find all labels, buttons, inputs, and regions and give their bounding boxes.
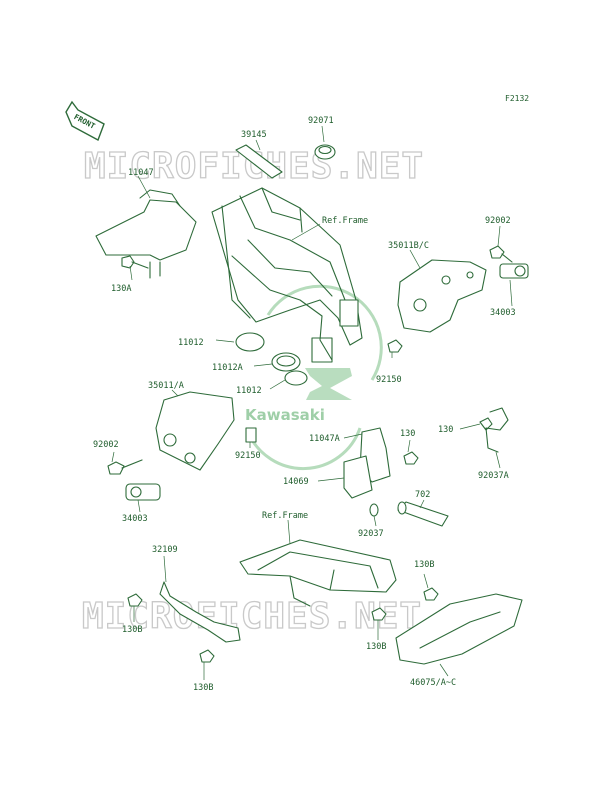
- callout-32109: 32109: [152, 545, 178, 555]
- callout-92002-right: 92002: [485, 216, 511, 226]
- part-130B-left-bottom: [199, 649, 215, 663]
- callout-11012A: 11012A: [212, 363, 243, 373]
- part-130B-right-bottom: [371, 607, 387, 621]
- part-702: [397, 501, 449, 527]
- callout-ref-frame-lower: Ref.Frame: [262, 511, 308, 521]
- callout-34003-right: 34003: [490, 308, 516, 318]
- part-130B-left-top: [127, 593, 143, 607]
- callout-11047A: 11047A: [309, 434, 340, 444]
- part-130-right: [479, 417, 493, 431]
- callout-130B-left-bottom: 130B: [193, 683, 213, 693]
- part-92071: [314, 144, 336, 160]
- callout-ref-frame-upper: Ref.Frame: [322, 216, 368, 226]
- kawasaki-logo-text: Kawasaki: [245, 406, 325, 424]
- part-92002-left: [107, 459, 143, 475]
- callout-35011A: 35011/A: [148, 381, 184, 391]
- callout-92002-left: 92002: [93, 440, 119, 450]
- callout-92150-left: 92150: [235, 451, 261, 461]
- part-130B-right-top: [423, 587, 439, 601]
- callout-130B-right-top: 130B: [414, 560, 434, 570]
- part-11012A: [271, 352, 301, 372]
- callout-11047: 11047: [128, 168, 154, 178]
- callout-130B-left-top: 130B: [122, 625, 142, 635]
- part-11047: [95, 189, 197, 279]
- part-39145: [235, 144, 283, 179]
- callout-702: 702: [415, 490, 430, 500]
- callout-labels: 39145 92071 11047 130A Ref.Frame 92002 3…: [93, 116, 516, 693]
- callout-130-middle: 130: [400, 429, 415, 439]
- callout-130B-right-bottom: 130B: [366, 642, 386, 652]
- callout-34003-left: 34003: [122, 514, 148, 524]
- callout-130A: 130A: [111, 284, 131, 294]
- callout-46075: 46075/A~C: [410, 678, 456, 688]
- callout-92071: 92071: [308, 116, 334, 126]
- main-frame: [211, 187, 363, 363]
- leader-lines: [111, 125, 513, 680]
- callout-92037A: 92037A: [478, 471, 509, 481]
- callout-39145: 39145: [241, 130, 267, 140]
- callout-35011BC: 35011B/C: [388, 241, 429, 251]
- callout-14069: 14069: [283, 477, 309, 487]
- part-130-middle: [403, 451, 419, 465]
- front-arrow-icon: FRONT: [65, 100, 105, 141]
- part-35011BC: [397, 259, 487, 333]
- part-34003-right: [499, 263, 529, 279]
- part-92002-right: [489, 245, 513, 263]
- part-92150-left: [245, 427, 257, 443]
- callout-11012-lower: 11012: [236, 386, 262, 396]
- part-35011A: [155, 391, 235, 471]
- callout-92150-right: 92150: [376, 375, 402, 385]
- figure-code: F2132: [505, 94, 529, 103]
- part-14069: [343, 455, 373, 499]
- part-11012-upper: [235, 332, 265, 352]
- callout-130-right: 130: [438, 425, 453, 435]
- part-92037: [369, 503, 379, 517]
- subframe: [239, 539, 397, 607]
- part-46075: [395, 593, 523, 665]
- callout-11012-upper: 11012: [178, 338, 204, 348]
- part-130A: [121, 255, 149, 269]
- part-34003-left: [125, 483, 161, 501]
- part-11012-lower: [284, 370, 308, 386]
- part-32109: [159, 581, 241, 643]
- part-92150-right: [387, 339, 403, 353]
- callout-92037: 92037: [358, 529, 384, 539]
- part-92037A: [485, 407, 509, 453]
